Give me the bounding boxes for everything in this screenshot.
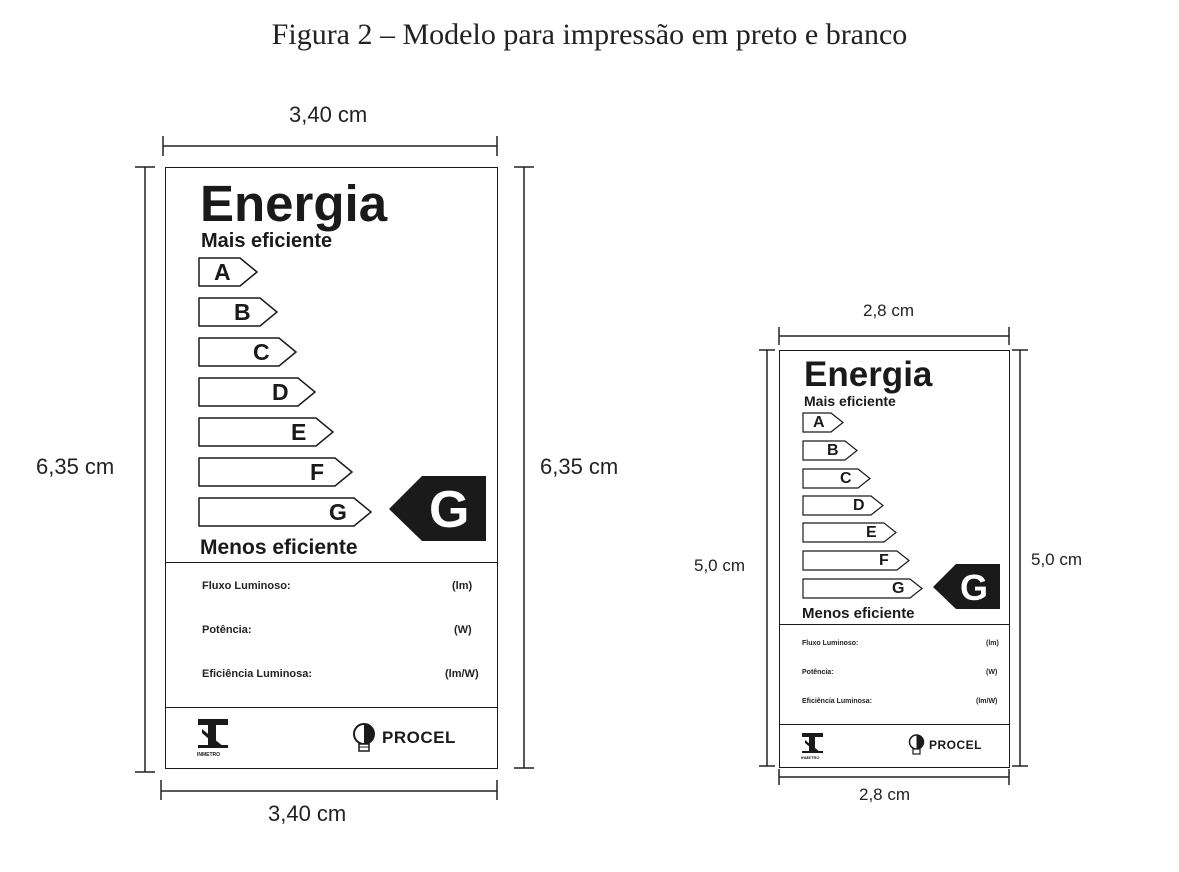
class-letter: B xyxy=(827,442,839,459)
inmetro-caption: INMETRO xyxy=(801,755,820,760)
class-letter: G xyxy=(329,499,347,525)
specs-section: Fluxo Luminoso: (lm) Potência: (W) Efici… xyxy=(166,562,497,708)
efficiency-section: Energia Mais eficiente A B C D E F G xyxy=(780,351,1009,625)
spec-unit-potencia: (W) xyxy=(986,669,998,676)
procel-bulb-icon xyxy=(353,723,375,752)
spec-unit-eficiencia: (lm/W) xyxy=(976,698,998,705)
class-letter: D xyxy=(272,379,289,405)
procel-bulb-icon xyxy=(908,734,925,755)
class-letter: F xyxy=(879,552,889,569)
logos-section: INMETRO PROCEL xyxy=(166,709,497,768)
procel-logo: PROCEL xyxy=(352,723,456,753)
spec-unit-fluxo: (lm) xyxy=(986,640,999,647)
current-class-letter: G xyxy=(429,481,470,539)
energia-title: Energia xyxy=(200,175,388,232)
spec-unit-eficiencia: (lm/W) xyxy=(445,668,479,680)
class-letter: A xyxy=(214,259,231,285)
least-efficient-label: Menos eficiente xyxy=(200,536,358,559)
spec-label-eficiencia: Eficiência Luminosa: xyxy=(202,668,313,680)
class-letter: F xyxy=(310,459,325,485)
energy-label-small: Energia Mais eficiente A B C D E F G xyxy=(779,350,1010,768)
inmetro-caption: INMETRO xyxy=(197,752,221,758)
energia-title: Energia xyxy=(804,355,933,394)
efficiency-section: Energia Mais eficiente A B C D E F G xyxy=(166,168,497,563)
spec-label-potencia: Potência: xyxy=(802,669,834,676)
spec-label-eficiencia: Eficiência Luminosa: xyxy=(802,698,873,705)
logos-section: INMETRO PROCEL xyxy=(780,725,1009,767)
class-letter: E xyxy=(291,419,307,445)
most-efficient-label: Mais eficiente xyxy=(804,393,896,409)
spec-label-fluxo: Fluxo Luminoso: xyxy=(202,580,291,592)
inmetro-logo: INMETRO xyxy=(197,719,228,758)
class-letter: C xyxy=(253,339,270,365)
most-efficient-label: Mais eficiente xyxy=(201,230,333,252)
class-letter: D xyxy=(853,497,865,514)
small-width-bottom: 2,8 cm xyxy=(859,785,911,804)
least-efficient-label: Menos eficiente xyxy=(802,605,915,622)
procel-text: PROCEL xyxy=(382,728,456,747)
large-height-left: 6,35 cm xyxy=(36,454,115,479)
class-letter: G xyxy=(892,580,905,597)
current-class-letter: G xyxy=(960,567,989,608)
specs-section: Fluxo Luminoso: (lm) Potência: (W) Efici… xyxy=(780,624,1009,725)
energy-label-large: Energia Mais eficiente A B C D E F G xyxy=(165,167,498,769)
procel-logo: PROCEL xyxy=(908,734,982,756)
class-letter: B xyxy=(234,299,251,325)
spec-unit-potencia: (W) xyxy=(454,624,472,636)
large-width-top: 3,40 cm xyxy=(289,102,368,127)
spec-unit-fluxo: (lm) xyxy=(452,580,473,592)
small-height-right: 5,0 cm xyxy=(1031,550,1083,569)
small-height-left: 5,0 cm xyxy=(694,556,746,575)
large-width-bottom: 3,40 cm xyxy=(268,801,347,826)
class-letter: C xyxy=(840,470,852,487)
figure-title: Figura 2 – Modelo para impressão em pret… xyxy=(271,18,908,51)
spec-label-fluxo: Fluxo Luminoso: xyxy=(802,640,859,647)
class-letter: E xyxy=(866,524,877,541)
large-height-right: 6,35 cm xyxy=(540,454,619,479)
inmetro-logo: INMETRO xyxy=(801,733,823,760)
small-width-top: 2,8 cm xyxy=(863,301,915,320)
procel-text: PROCEL xyxy=(929,738,983,752)
spec-label-potencia: Potência: xyxy=(202,624,252,636)
class-letter: A xyxy=(813,414,825,431)
